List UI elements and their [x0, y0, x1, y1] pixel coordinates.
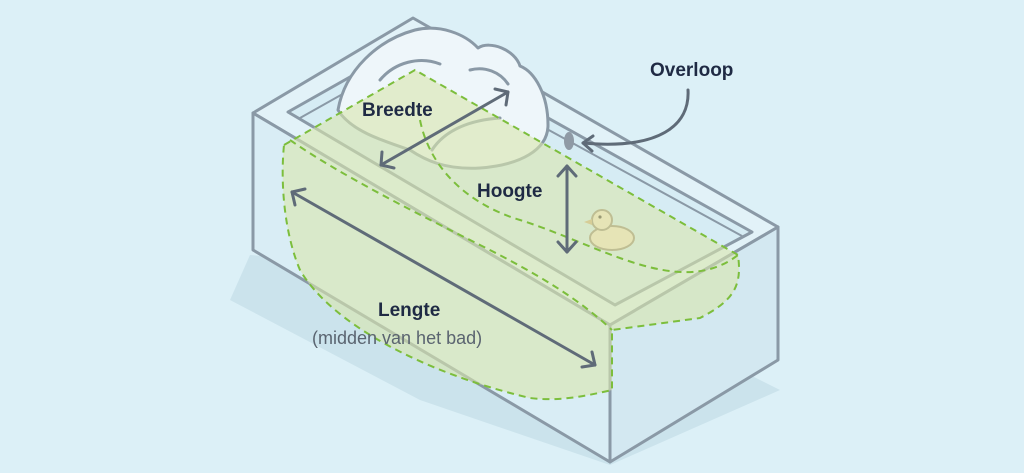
water-volume [281, 68, 740, 401]
length-arrow [290, 187, 597, 369]
water-curve [419, 119, 739, 274]
water-surface-edge [289, 139, 613, 331]
rubber-duck-icon [584, 209, 635, 251]
overflow-drain [564, 132, 574, 150]
length-note: (midden van het bad) [312, 328, 483, 348]
height-arrow [556, 164, 578, 254]
length-label: Lengte [378, 300, 441, 321]
overflow-label: Overloop [650, 60, 734, 81]
width-label: Breedte [362, 100, 433, 121]
width-arrow [379, 87, 510, 170]
overflow-pointer-arrow [581, 88, 690, 153]
height-label: Hoogte [477, 181, 543, 202]
